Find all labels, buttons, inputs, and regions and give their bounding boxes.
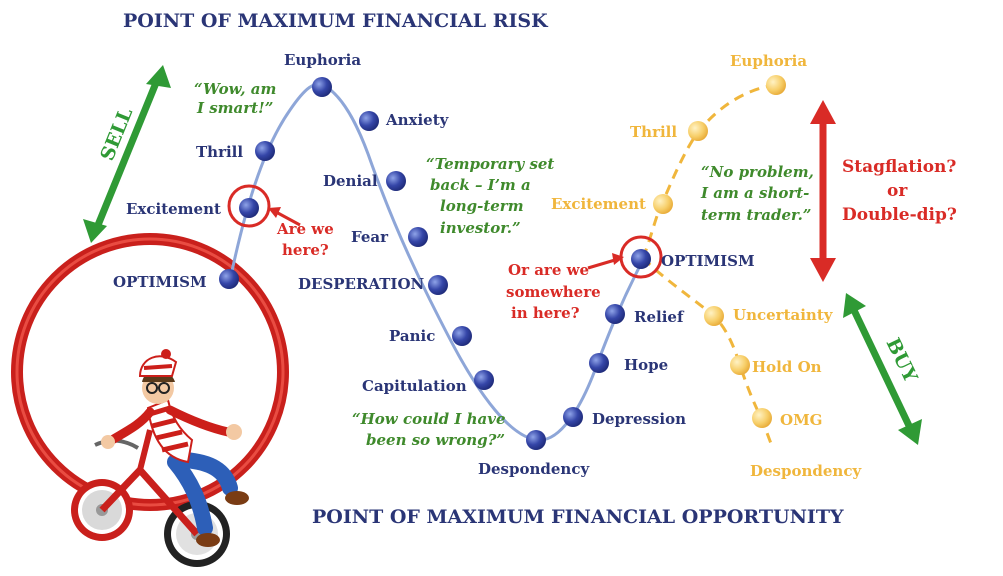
- gold-label-uncertainty: Uncertainty: [733, 306, 834, 324]
- label-hope: Hope: [624, 356, 668, 374]
- label-relief: Relief: [634, 308, 685, 326]
- label-anxiety: Anxiety: [385, 111, 450, 129]
- svg-text:Are we: Are we: [276, 220, 334, 238]
- bottom-title: POINT OF MAXIMUM FINANCIAL OPPORTUNITY: [312, 506, 844, 528]
- blue-dots: [219, 77, 651, 450]
- gold-up-curve: [641, 83, 778, 259]
- gold-dot-excitement: [653, 194, 673, 214]
- label-fear: Fear: [351, 228, 389, 246]
- svg-text:I am a short-: I am a short-: [700, 184, 809, 202]
- dot-relief: [605, 304, 625, 324]
- dot-fear: [408, 227, 428, 247]
- dot-optimism2: [631, 249, 651, 269]
- gold-dot-omg: [752, 408, 772, 428]
- wheel-illustration: [11, 233, 289, 511]
- dot-denial: [386, 171, 406, 191]
- top-title: POINT OF MAXIMUM FINANCIAL RISK: [123, 10, 549, 32]
- sell-label: SELL: [96, 105, 137, 164]
- dot-anxiety: [359, 111, 379, 131]
- svg-text:investor.”: investor.”: [440, 219, 521, 237]
- sell-arrow: [83, 65, 171, 243]
- blue-cycle-curve: [228, 82, 645, 442]
- svg-text:Stagflation?: Stagflation?: [842, 157, 956, 177]
- label-panic: Panic: [389, 327, 435, 345]
- label-optimism: OPTIMISM: [113, 273, 207, 291]
- svg-text:Double-dip?: Double-dip?: [842, 205, 957, 225]
- label-despondency: Despondency: [478, 460, 590, 478]
- svg-text:back – I’m a: back – I’m a: [430, 176, 531, 194]
- dot-thrill: [255, 141, 275, 161]
- svg-text:Or are we: Or are we: [508, 261, 589, 279]
- svg-text:“Wow, am: “Wow, am: [194, 80, 276, 98]
- dot-despondency: [526, 430, 546, 450]
- svg-text:here?: here?: [282, 241, 329, 259]
- gold-dot-thrill: [688, 121, 708, 141]
- quote-temporary: “Temporary set back – I’m a long-term in…: [426, 155, 554, 237]
- pointer-arrow-are-we: [268, 207, 301, 227]
- svg-text:I smart!”: I smart!”: [196, 99, 273, 117]
- svg-text:somewhere: somewhere: [506, 283, 601, 301]
- gold-label-hold-on: Hold On: [752, 358, 822, 376]
- svg-text:term trader.”: term trader.”: [701, 206, 811, 224]
- dot-euphoria: [312, 77, 332, 97]
- gold-label-excitement: Excitement: [551, 195, 646, 213]
- callout-stagflation: Stagflation? or Double-dip?: [842, 157, 957, 225]
- quote-no-problem: “No problem, I am a short- term trader.”: [700, 163, 814, 224]
- dot-optimism: [219, 269, 239, 289]
- dot-desperation: [428, 275, 448, 295]
- pointer-arrow-or-are-we: [587, 253, 624, 270]
- gold-dot-hold-on: [730, 355, 750, 375]
- label-denial: Denial: [323, 172, 378, 190]
- dot-depression: [563, 407, 583, 427]
- label-excitement: Excitement: [126, 200, 221, 218]
- highlight-circle-excitement: [227, 184, 271, 228]
- quote-how-could: “How could I have been so wrong?”: [352, 410, 506, 449]
- svg-text:“No problem,: “No problem,: [701, 163, 814, 181]
- callout-are-we: Are we here?: [276, 220, 334, 259]
- dot-excitement: [239, 198, 259, 218]
- gold-labels: Excitement Thrill Euphoria Uncertainty H…: [551, 52, 862, 480]
- svg-text:in here?: in here?: [511, 304, 580, 322]
- callout-or-are-we: Or are we somewhere in here?: [506, 261, 601, 322]
- dot-capitulation: [474, 370, 494, 390]
- gold-down-curve: [641, 256, 775, 449]
- svg-text:“Temporary set: “Temporary set: [426, 155, 554, 173]
- dot-panic: [452, 326, 472, 346]
- gold-label-omg: OMG: [780, 411, 822, 429]
- gold-label-euphoria: Euphoria: [730, 52, 807, 70]
- label-thrill: Thrill: [196, 143, 243, 161]
- gold-dot-euphoria: [766, 75, 786, 95]
- gold-label-despondency: Despondency: [750, 462, 862, 480]
- quote-wow: “Wow, am I smart!”: [194, 80, 276, 117]
- blue-labels: OPTIMISM Excitement Thrill Euphoria Anxi…: [113, 51, 755, 478]
- stagflation-arrow: [810, 100, 836, 282]
- dot-hope: [589, 353, 609, 373]
- label-depression: Depression: [592, 410, 686, 428]
- buy-arrow: [843, 293, 922, 445]
- label-euphoria: Euphoria: [284, 51, 361, 69]
- gold-label-thrill: Thrill: [630, 123, 677, 141]
- waldo-illustration: [71, 349, 249, 567]
- svg-text:“How could I have: “How could I have: [352, 410, 506, 428]
- svg-text:been so wrong?”: been so wrong?”: [366, 431, 505, 449]
- svg-text:or: or: [887, 181, 908, 201]
- gold-dots: [653, 75, 786, 428]
- label-capitulation: Capitulation: [362, 377, 467, 395]
- gold-dot-uncertainty: [704, 306, 724, 326]
- label-desperation: DESPERATION: [298, 275, 425, 293]
- label-optimism2: OPTIMISM: [661, 252, 755, 270]
- svg-text:long-term: long-term: [440, 197, 524, 215]
